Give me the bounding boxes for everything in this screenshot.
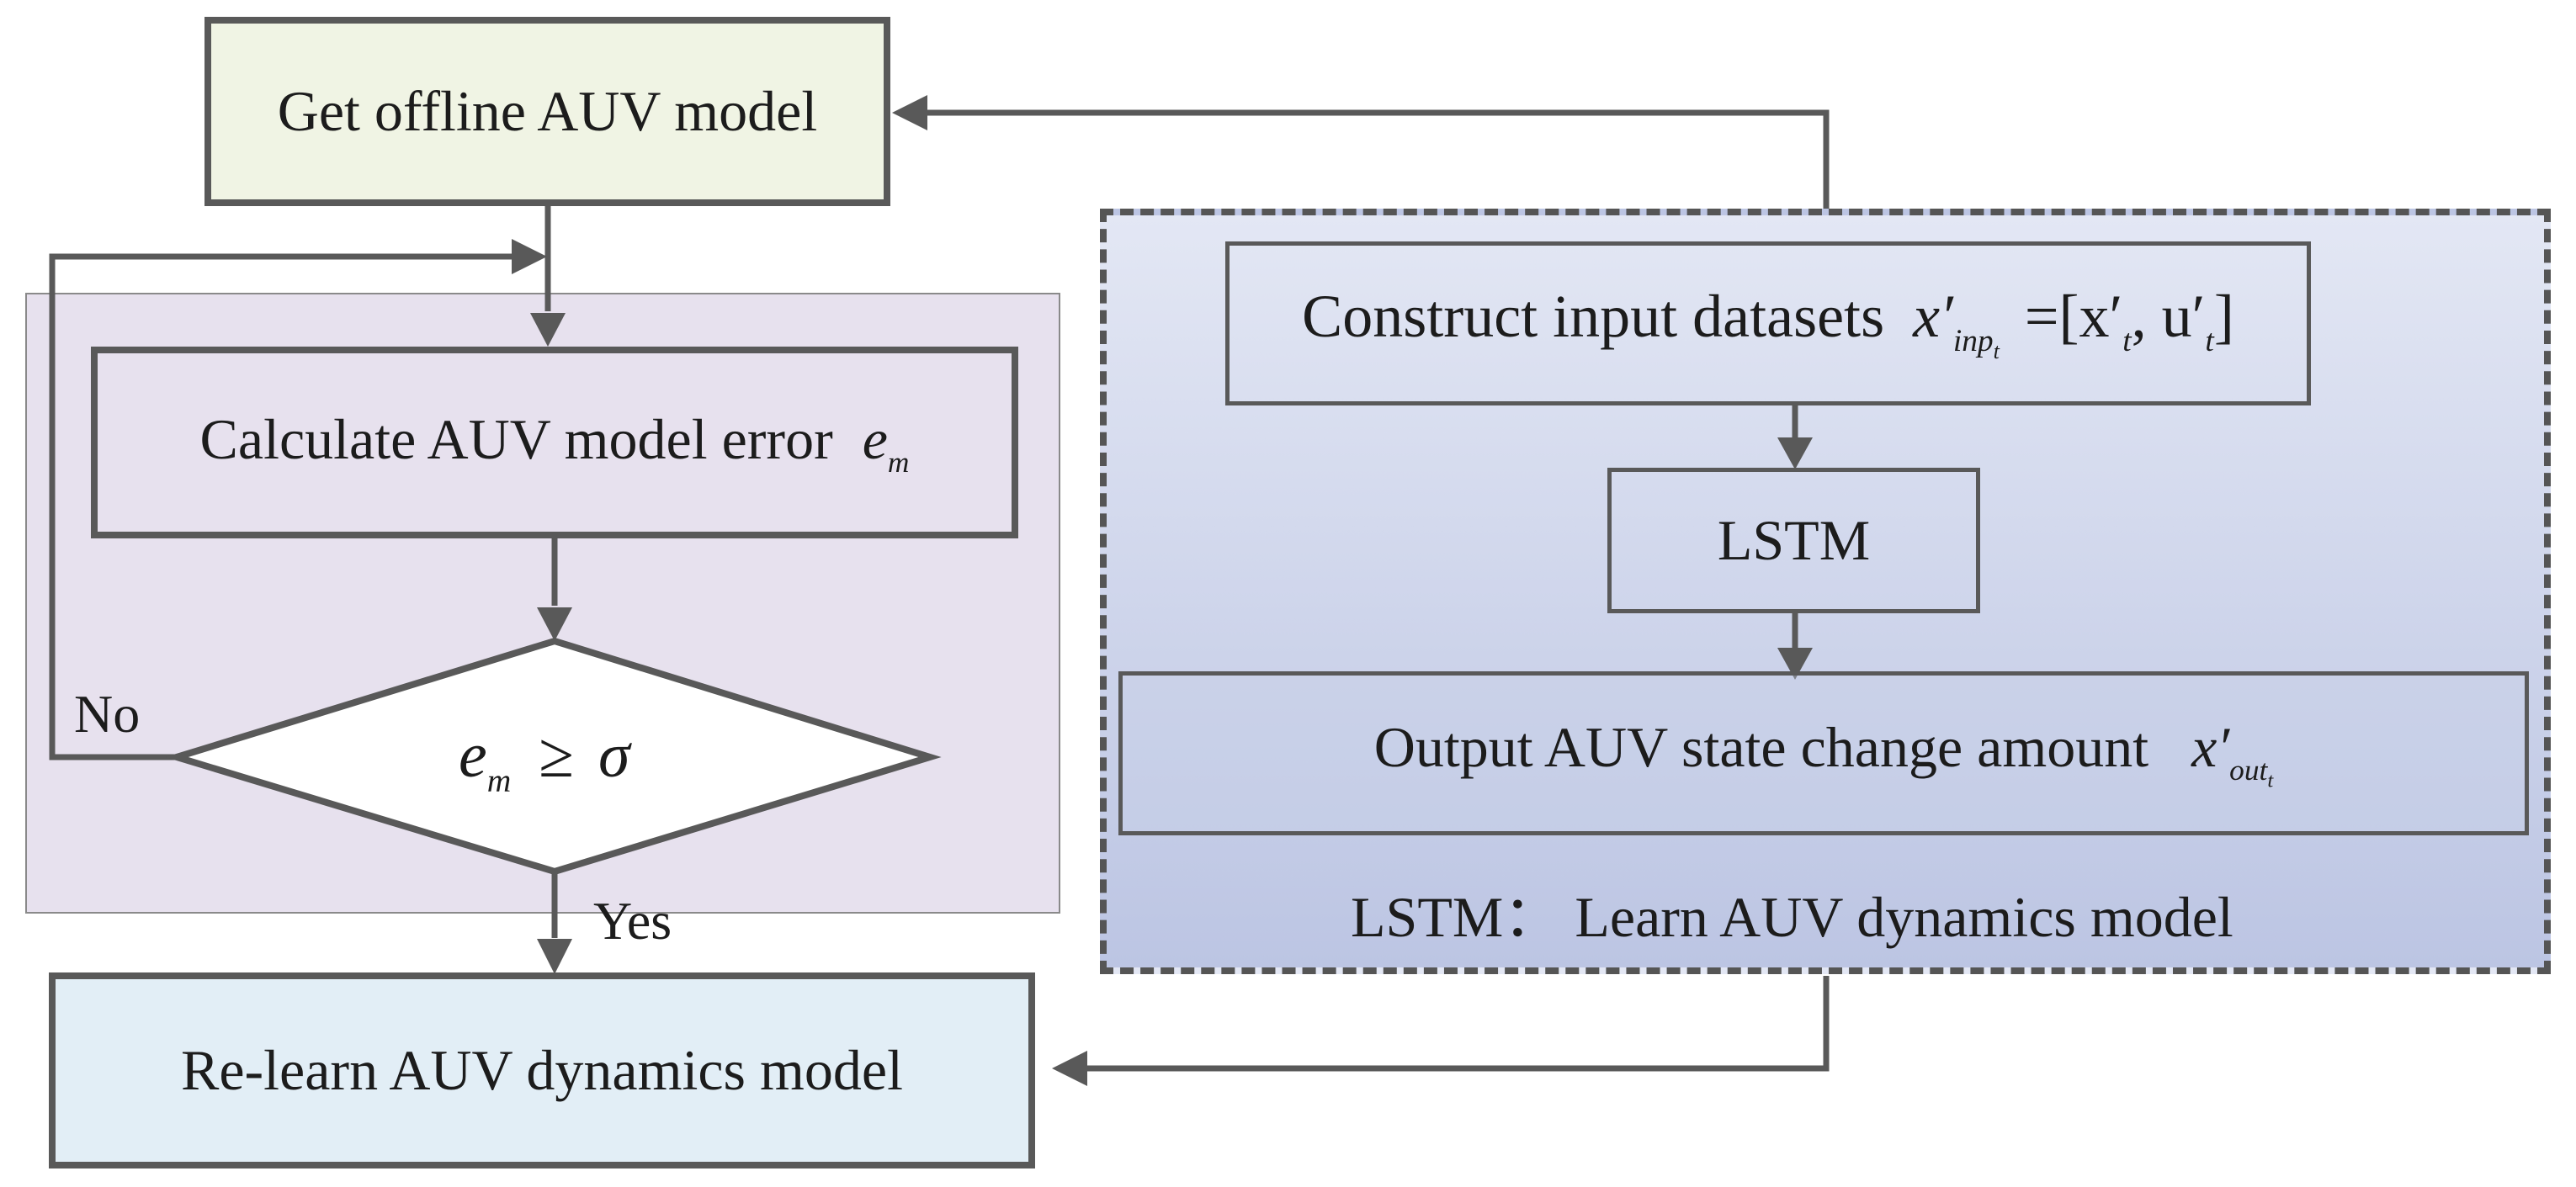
arrowhead-output xyxy=(1777,648,1813,680)
arrowhead-lstm xyxy=(1777,437,1813,469)
decision-sigma: σ xyxy=(598,720,630,791)
relearn-box: Re-learn AUV dynamics model xyxy=(49,972,1035,1168)
edge-lstm-to-relearn xyxy=(1086,976,1830,1072)
construct-rhs-text: =[x′ xyxy=(2024,283,2123,351)
arrowhead-calc xyxy=(530,313,566,347)
construct-datasets-box: Construct input datasets x′inpt =[x′t, u… xyxy=(1225,241,2311,405)
output-label: Output AUV state change amount xyxy=(1373,714,2149,779)
get-offline-model-box: Get offline AUV model xyxy=(204,17,890,206)
construct-rhs: =[x′t, u′t] xyxy=(2024,283,2234,358)
edge-no-loop xyxy=(49,253,513,760)
output-sub-text: out xyxy=(2229,752,2268,787)
get-offline-model-label: Get offline AUV model xyxy=(277,79,818,143)
lstm-panel-caption: LSTM： Learn AUV dynamics model xyxy=(1351,885,2233,949)
decision-sub: m xyxy=(486,761,512,799)
construct-x: x′ xyxy=(1913,283,1953,351)
no-label: No xyxy=(74,684,141,744)
output-subsub-text: t xyxy=(2267,769,2274,792)
lstm-label: LSTM xyxy=(1717,508,1871,572)
calc-error-symbol: e xyxy=(862,406,888,471)
arrowhead-no-loop xyxy=(512,239,547,274)
lstm-box: LSTM xyxy=(1607,468,1980,613)
decision-diamond xyxy=(165,637,942,876)
construct-t2: t xyxy=(2205,324,2214,359)
decision-text: em ≥ σ xyxy=(459,719,629,800)
yes-label: Yes xyxy=(593,891,672,951)
construct-t1: t xyxy=(2122,324,2132,359)
decision-op: ≥ xyxy=(539,720,574,791)
construct-label: Construct input datasets xyxy=(1302,283,1885,351)
arrowhead-relearn-side xyxy=(1052,1051,1087,1086)
decision-e: e xyxy=(459,720,487,791)
calc-error-box: Calculate AUV model error em xyxy=(91,347,1018,538)
arrowhead-decision xyxy=(537,607,572,641)
construct-sub-text: inp xyxy=(1952,324,1994,359)
calc-error-symbol-sub: m xyxy=(887,444,910,479)
edge-lstm-to-get xyxy=(926,109,1830,209)
construct-sub: inpt xyxy=(1952,324,2000,363)
relearn-label: Re-learn AUV dynamics model xyxy=(180,1038,903,1102)
construct-close: ] xyxy=(2213,283,2234,351)
construct-subsub-text: t xyxy=(1993,339,2000,364)
construct-mid: , u′ xyxy=(2131,283,2206,351)
output-x: x′ xyxy=(2191,714,2230,779)
output-box: Output AUV state change amount x′outt xyxy=(1118,671,2529,835)
arrowhead-get xyxy=(892,95,927,130)
arrowhead-relearn xyxy=(537,939,572,974)
output-sub: outt xyxy=(2229,752,2273,792)
calc-error-label: Calculate AUV model error xyxy=(199,406,833,471)
